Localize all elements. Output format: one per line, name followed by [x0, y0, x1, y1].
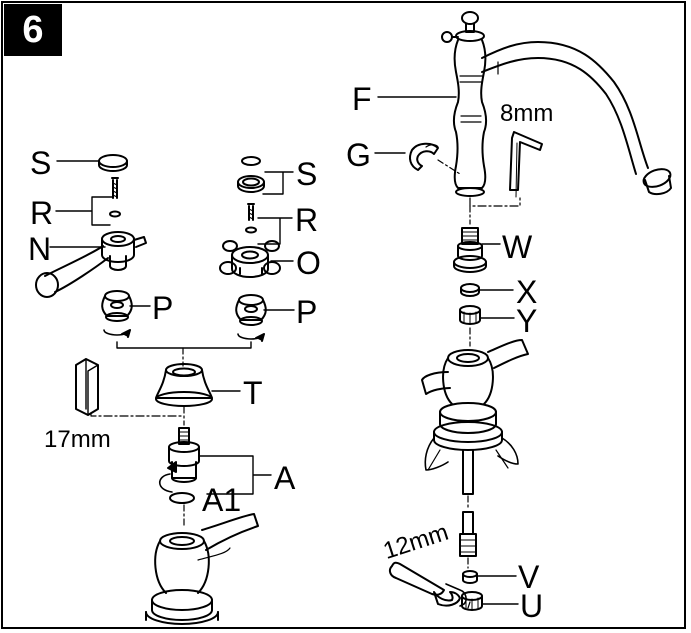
- socket-17mm: [75, 358, 185, 417]
- adapter-p-right: [235, 294, 267, 342]
- hex-key-8mm: [509, 131, 543, 198]
- cross-handle-o: [219, 240, 281, 278]
- nut-y: [459, 305, 515, 325]
- spout-f: [441, 11, 672, 197]
- label-g: G: [346, 137, 371, 173]
- label-v: V: [518, 559, 540, 595]
- label-y: Y: [516, 303, 538, 339]
- label-w: W: [502, 229, 533, 265]
- label-p-left: P: [152, 290, 174, 326]
- lever-handle-n: [35, 231, 147, 298]
- label-s-right: S: [296, 156, 318, 192]
- step-number-badge: 6: [4, 4, 62, 56]
- label-o: O: [296, 245, 321, 281]
- label-8mm: 8mm: [500, 100, 554, 127]
- label-f: F: [352, 81, 372, 117]
- label-a1: A1: [202, 482, 242, 518]
- cartridge-w: [453, 227, 501, 273]
- label-r-right: R: [295, 202, 319, 238]
- nut-v: [462, 570, 517, 584]
- label-s-left: S: [30, 145, 52, 181]
- escutcheon-t: [155, 363, 241, 407]
- cap-s-left: [98, 154, 128, 172]
- label-t: T: [243, 375, 263, 411]
- nut-u: [461, 591, 519, 611]
- label-n: N: [28, 231, 52, 267]
- valve-body-left: [145, 504, 259, 625]
- cap-s-right: [237, 156, 265, 193]
- ring-x: [460, 283, 514, 297]
- valve-cartridge-a: [158, 427, 272, 504]
- valve-body-right: [421, 339, 529, 495]
- label-r-left: R: [30, 195, 54, 231]
- clip-g: [409, 142, 439, 171]
- label-17mm: 17mm: [44, 426, 111, 453]
- label-x: X: [516, 274, 538, 310]
- wrench-12mm: [388, 561, 471, 609]
- threaded-shaft: [459, 511, 477, 557]
- label-a: A: [274, 460, 296, 496]
- screw-r-right: [245, 203, 257, 234]
- label-p-right: P: [296, 294, 318, 330]
- adapter-p-left: [101, 290, 133, 338]
- screw-r-left: [109, 177, 121, 218]
- label-u: U: [520, 588, 544, 624]
